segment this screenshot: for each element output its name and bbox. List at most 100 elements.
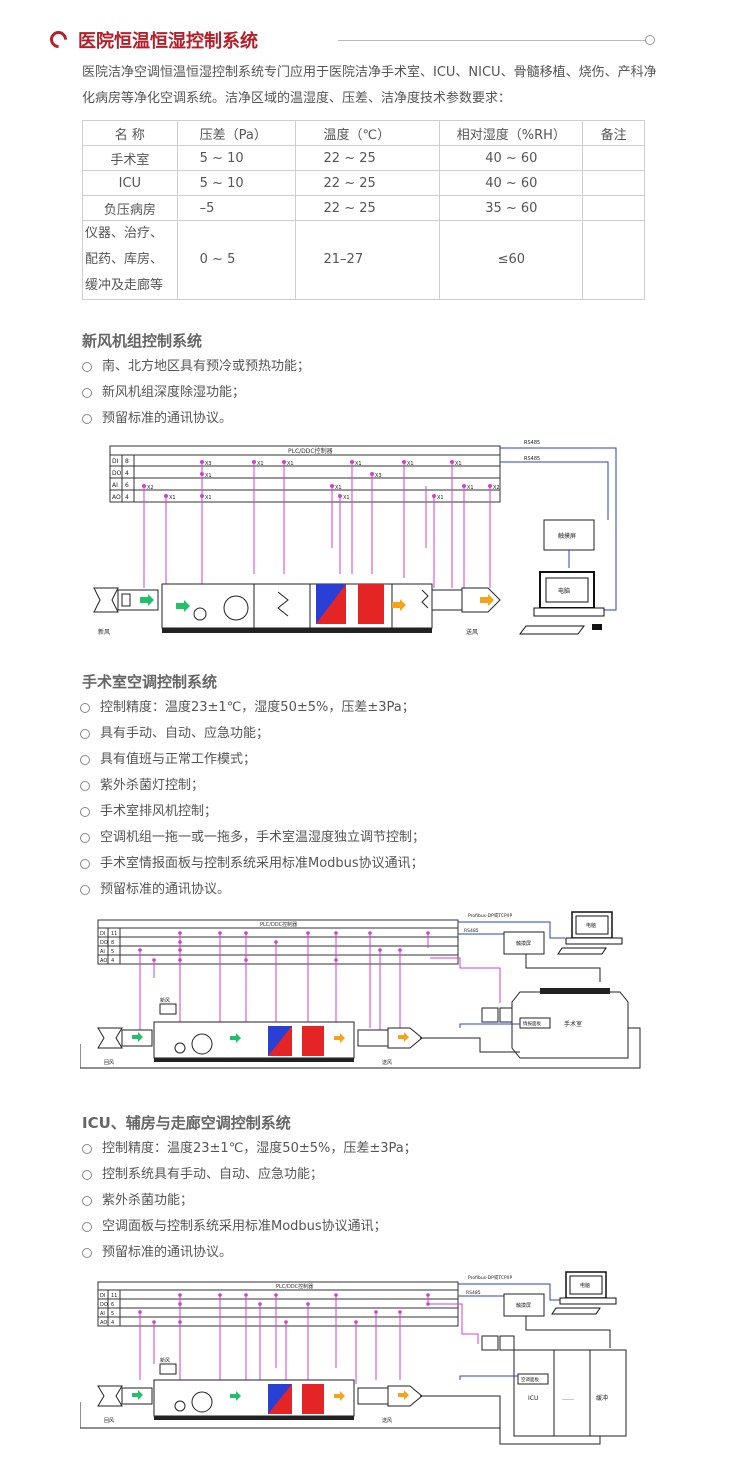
profibus-label: Profibus-DP或TCP/IP	[468, 912, 513, 919]
list-item: 手术室情报面板与控制系统采用标准Modbus协议通讯；	[80, 851, 425, 877]
page-title: 医院恒温恒湿控制系统	[78, 31, 258, 52]
list-item: 控制精度：温度23±1℃，湿度50±5%，压差±3Pa；	[82, 1136, 417, 1162]
svg-text:X1: X1	[257, 461, 264, 467]
bullet-list: 南、北方地区具有预冷或预热功能； 新风机组深度除湿功能； 预留标准的通讯协议。	[82, 354, 310, 432]
fresh-air-label: 新风	[160, 997, 170, 1004]
outlet-damper	[357, 1029, 389, 1047]
svg-text:X3: X3	[205, 461, 212, 467]
io-row-count: 5	[111, 1311, 114, 1317]
computer-icon	[557, 911, 623, 955]
circle-bullet-icon	[82, 1222, 92, 1232]
outlet-damper	[357, 1387, 389, 1405]
uv-lamp-icon	[481, 1007, 499, 1023]
io-row-label: DI	[100, 1293, 105, 1299]
ac-panel-box	[517, 1373, 549, 1385]
fresh-air-unit-diagram: PLC/DDC控制器 DI 8 DO 4 AI 6 AO 4	[93, 440, 617, 636]
svg-text:X1: X1	[467, 485, 474, 491]
heating-coil-half	[268, 1384, 292, 1414]
controller-box	[97, 919, 459, 965]
list-item: 空调机组一拖一或一拖多，手术室温湿度独立调节控制；	[80, 825, 425, 851]
list-item-text: 预留标准的通讯协议。	[102, 1245, 233, 1260]
airflow-arrow-icon	[334, 1390, 409, 1401]
table-cell: 22 ~ 25	[294, 170, 441, 196]
page-header: 医院恒温恒湿控制系统	[46, 27, 655, 53]
return-air-inlet-icon	[97, 1027, 123, 1049]
network-wire	[525, 1316, 611, 1348]
signal-terminals	[138, 931, 430, 962]
fresh-air-label: 新风	[160, 1357, 170, 1364]
supply-air-label: 送风	[466, 628, 478, 636]
svg-text:X2: X2	[147, 485, 154, 491]
room-label-more: ……	[562, 1395, 574, 1402]
table-cell-line: 配药、库房、	[85, 252, 164, 267]
table-cell: ICU	[82, 170, 178, 196]
io-row-label: AO	[112, 494, 121, 501]
list-item-text: 南、北方地区具有预冷或预热功能；	[102, 359, 311, 374]
table-row: 手术室 5 ~ 10 22 ~ 25 40 ~ 60	[82, 145, 645, 171]
svg-text:X1: X1	[355, 461, 362, 467]
intro-paragraph: 医院洁净空调恒温恒湿控制系统专门应用于医院洁净手术室、ICU、NICU、骨髓移植…	[82, 65, 657, 106]
io-row-label: DI	[112, 458, 119, 465]
svg-text:X1: X1	[205, 473, 212, 479]
rs485-label: RS485	[464, 928, 479, 934]
circle-bullet-icon	[80, 859, 90, 869]
list-item: 紫外杀菌功能；	[82, 1188, 417, 1214]
fan-icon	[191, 1391, 213, 1413]
room-label-icu: ICU	[528, 1395, 538, 1402]
uv-lamp-icon	[481, 1335, 499, 1351]
touchscreen-label: 触摸屏	[516, 1302, 531, 1309]
io-row-count: 11	[111, 931, 117, 937]
ceiling-outlet	[540, 988, 610, 994]
rs485-label: RS485	[466, 1290, 481, 1296]
list-item: 空调面板与控制系统采用标准Modbus协议通讯；	[82, 1214, 417, 1240]
spec-table: 名 称 压差（Pa） 温度（℃） 相对湿度（%RH） 备注 手术室 5 ~ 10…	[82, 120, 645, 300]
computer-icon	[519, 571, 605, 635]
table-cell: 0 ~ 5	[176, 220, 296, 300]
list-item: 具有值班与正常工作模式；	[80, 747, 425, 773]
table-cell: –5	[176, 195, 296, 221]
room-label-buffer: 缓冲	[596, 1394, 608, 1402]
svg-text:X1: X1	[437, 495, 444, 501]
touchscreen-box	[543, 519, 595, 551]
list-item-text: 预留标准的通讯协议。	[102, 411, 233, 426]
svg-text:X1: X1	[169, 495, 176, 501]
motor-icon	[193, 607, 207, 621]
circle-bullet-icon	[80, 781, 90, 791]
io-row-label: AI	[112, 482, 118, 489]
controller-label: PLC/DDC控制器	[288, 447, 333, 455]
list-item: 预留标准的通讯协议。	[82, 406, 310, 432]
io-row-count: 8	[111, 940, 114, 946]
io-row-label: DI	[100, 931, 105, 937]
list-item-text: 空调机组一拖一或一拖多，手术室温湿度独立调节控制；	[100, 830, 426, 845]
list-item-text: 具有值班与正常工作模式；	[100, 752, 257, 767]
table-header-row: 名 称 压差（Pa） 温度（℃） 相对湿度（%RH） 备注	[82, 120, 645, 146]
table-cell-line: 缓冲及走廊等	[85, 278, 164, 293]
svg-text:X1: X1	[455, 461, 462, 467]
unit-base	[154, 1058, 354, 1062]
operating-room-box	[511, 991, 629, 1059]
list-item-text: 具有手动、自动、应急功能；	[100, 726, 270, 741]
list-item: 具有手动、自动、应急功能；	[80, 721, 425, 747]
supply-duct	[420, 1395, 601, 1445]
list-item-text: 紫外杀菌灯控制；	[100, 778, 205, 793]
signal-wires	[139, 1295, 479, 1392]
modbus-wire	[459, 1375, 518, 1380]
io-row-label: DO	[100, 940, 108, 946]
airflow-arrow-icon	[392, 594, 494, 611]
touchscreen-label: 触摸屏	[558, 532, 576, 540]
list-item-text: 空调面板与控制系统采用标准Modbus协议通讯；	[102, 1219, 387, 1234]
table-row: 负压病房 –5 22 ~ 25 35 ~ 60	[82, 195, 645, 221]
computer-icon	[551, 1271, 617, 1315]
circle-bullet-icon	[82, 414, 92, 424]
table-cell: 35 ~ 60	[439, 195, 584, 221]
svg-text:X1: X1	[335, 485, 342, 491]
table-cell	[582, 145, 645, 171]
io-row-label: AO	[100, 958, 107, 964]
io-row-count: 6	[125, 482, 129, 489]
io-row-label: AI	[100, 949, 105, 955]
table-cell: 5 ~ 10	[176, 170, 296, 196]
io-row-label: AO	[100, 1320, 107, 1326]
circle-bullet-icon	[82, 362, 92, 372]
computer-label: 电脑	[580, 1282, 590, 1289]
section-title: ICU、辅房与走廊空调控制系统	[82, 1114, 291, 1132]
